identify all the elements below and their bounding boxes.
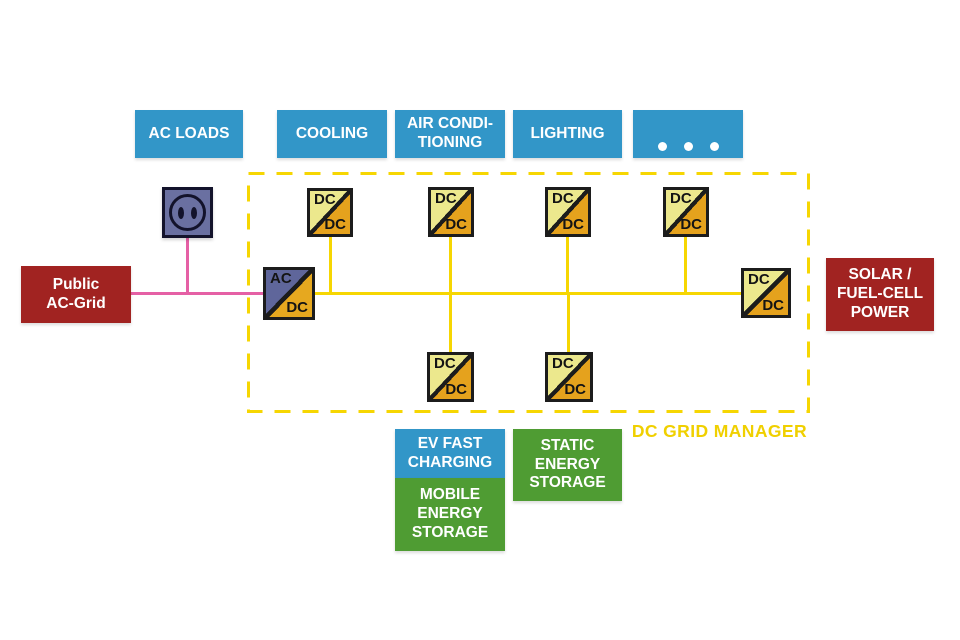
converter-ac-label: AC xyxy=(270,270,292,287)
converter-dc-label: DC xyxy=(748,271,770,288)
dc-dc-converter-more-loads: DC DC xyxy=(663,187,709,237)
converter-dc-label: DC xyxy=(680,216,702,233)
dc-dc-converter-static-storage: DC DC xyxy=(545,352,593,402)
converter-dc-label: DC xyxy=(324,216,346,233)
air-conditioning-load-box: AIR CONDI- TIONING xyxy=(395,110,505,158)
converter-dc-label: DC xyxy=(562,216,584,233)
converter-dc-label: DC xyxy=(435,190,457,207)
ac-wire-horizontal xyxy=(131,292,264,295)
converter-dc-label: DC xyxy=(564,381,586,398)
dc-bus-wire xyxy=(314,292,742,295)
converter-dc-label: DC xyxy=(434,355,456,372)
ellipsis-dots-icon xyxy=(657,142,719,151)
ev-fast-charging-box: EV FAST CHARGING xyxy=(395,429,505,478)
mobile-energy-storage-box: MOBILE ENERGY STORAGE xyxy=(395,478,505,551)
converter-dc-label: DC xyxy=(552,190,574,207)
dc-dc-converter-aircon: DC DC xyxy=(428,187,474,237)
converter-dc-label: DC xyxy=(286,299,308,316)
dc-wire-aircon xyxy=(449,236,452,294)
dc-wire-lighting xyxy=(566,236,569,294)
converter-dc-label: DC xyxy=(552,355,574,372)
solar-fuel-cell-box: SOLAR / FUEL-CELL POWER xyxy=(826,258,934,331)
cooling-load-box: COOLING xyxy=(277,110,387,158)
dc-dc-converter-lighting: DC DC xyxy=(545,187,591,237)
dc-dc-converter-solar: DC DC xyxy=(741,268,791,318)
dc-wire-ev-storage xyxy=(449,294,452,353)
ac-loads-box: AC LOADS xyxy=(135,110,243,158)
dc-wire-cooling xyxy=(329,236,332,294)
more-loads-box xyxy=(633,110,743,158)
static-energy-storage-box: STATIC ENERGY STORAGE xyxy=(513,429,622,501)
power-socket-icon xyxy=(162,187,213,238)
dc-grid-manager-label: DC GRID MANAGER xyxy=(631,421,807,441)
public-ac-grid-box: Public AC-Grid xyxy=(21,266,131,323)
dc-dc-converter-ev-storage: DC DC xyxy=(427,352,474,402)
ac-dc-converter: AC DC xyxy=(263,267,315,320)
converter-dc-label: DC xyxy=(762,297,784,314)
converter-dc-label: DC xyxy=(670,190,692,207)
lighting-load-box: LIGHTING xyxy=(513,110,622,158)
converter-dc-label: DC xyxy=(445,381,467,398)
dc-wire-more-loads xyxy=(684,236,687,294)
dc-dc-converter-cooling: DC DC xyxy=(307,188,353,237)
converter-dc-label: DC xyxy=(314,191,336,208)
socket-face xyxy=(169,194,206,231)
converter-dc-label: DC xyxy=(445,216,467,233)
ac-wire-outlet-drop xyxy=(186,238,189,295)
dc-wire-static-storage xyxy=(567,294,570,353)
